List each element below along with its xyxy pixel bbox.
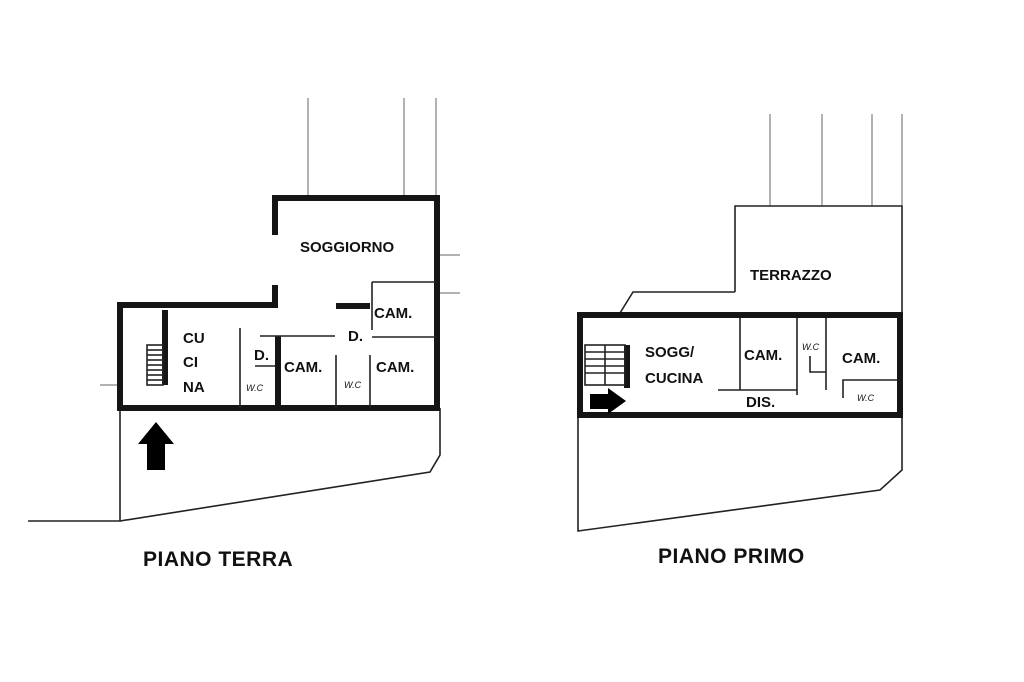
room-wc-a: W.C [246,383,264,393]
room-disimpegno-a: D. [254,347,269,364]
room-camera-a: CAM. [374,305,412,322]
room-terrazzo: TERRAZZO [750,267,832,284]
room-disimpegno: DIS. [746,394,775,411]
plan-piano-primo: TERRAZZO SOGG/ CUCINA CAM. CAM. W.C W.C … [577,114,903,568]
plan-piano-terra: SOGGIORNO CU CI NA D. D. CAM. CAM. CAM. … [28,98,460,571]
room-cucina-line1: CU [183,330,205,347]
room-camera-a: CAM. [744,347,782,364]
terrace-outline [619,205,903,314]
room-camera-b: CAM. [284,359,322,376]
site-lines [28,98,460,522]
room-camera-c: CAM. [376,359,414,376]
room-soggiorno-cucina-line1: SOGG/ [645,344,695,361]
site-lines [577,114,903,532]
room-cucina-line2: CI [183,354,198,371]
room-wc-b: W.C [344,380,362,390]
room-cucina-line3: NA [183,379,205,396]
walls [117,195,440,411]
plan-title-piano-primo: PIANO PRIMO [658,545,805,568]
staircase [146,344,164,386]
room-wc-b: W.C [857,393,875,403]
room-camera-b: CAM. [842,350,880,367]
room-soggiorno: SOGGIORNO [300,239,395,256]
plan-title-piano-terra: PIANO TERRA [143,548,293,571]
room-soggiorno-cucina-line2: CUCINA [645,370,703,387]
entrance-arrow-up-icon [138,422,174,470]
room-wc-a: W.C [802,342,820,352]
staircase [584,344,626,386]
entrance-arrow-right-icon [590,388,626,414]
room-disimpegno-b: D. [348,328,363,345]
walls [577,312,903,418]
